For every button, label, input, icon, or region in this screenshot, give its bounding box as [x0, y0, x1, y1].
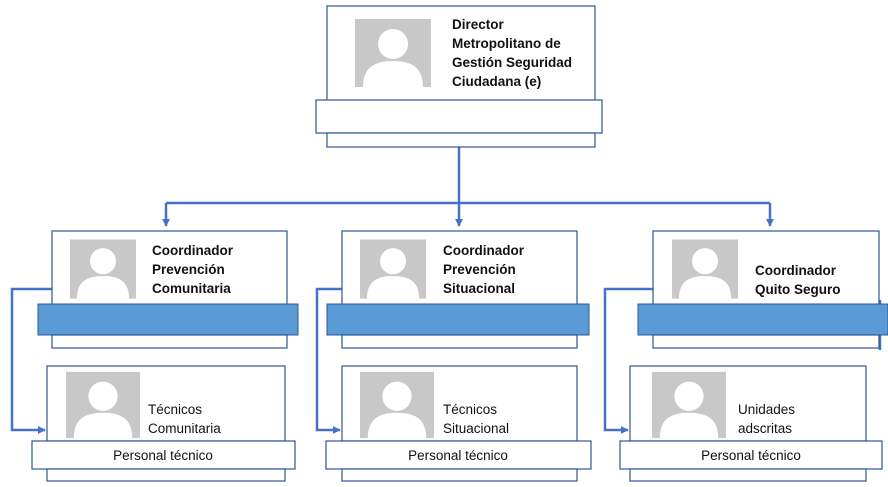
staff-title-line: adscritas — [738, 421, 792, 436]
coordinator-title-line: Comunitaria — [152, 281, 231, 296]
person-photo-icon — [360, 371, 434, 439]
staff-base — [341, 468, 578, 482]
staff-caption: Personal técnico — [701, 448, 801, 463]
connector-to-staff-comunitaria — [10, 287, 52, 435]
connector-to-staff-situacional — [315, 287, 342, 435]
coordinator-base — [652, 334, 880, 349]
director-title-line: Metropolitano de — [452, 36, 561, 51]
staff-title-line: Unidades — [738, 402, 795, 417]
director-card: Director Metropolitano de Gestión Seguri… — [315, 5, 603, 148]
coordinator-band — [637, 303, 888, 336]
staff-card-situacional: Técnicos Situacional Personal técnico — [325, 365, 592, 482]
staff-card-unidades: Unidades adscritas Personal técnico — [619, 365, 883, 482]
person-photo-icon — [652, 371, 726, 439]
connector-to-staff-unidades — [603, 287, 653, 435]
staff-caption-bar — [619, 440, 883, 470]
staff-caption-bar — [31, 440, 296, 470]
director-title-line: Gestión Seguridad — [452, 55, 572, 70]
connectors — [10, 147, 882, 435]
staff-title-line: Situacional — [443, 421, 509, 436]
staff-title-line: Comunitaria — [148, 421, 221, 436]
person-photo-icon — [672, 239, 738, 299]
svg-text:Técnicos Comunitaria: Técnicos Comunitaria — [148, 402, 221, 436]
director-base — [326, 132, 596, 148]
staff-title-line: Técnicos — [148, 402, 202, 417]
svg-text:Técnicos Situacional: Técnicos Situacional — [443, 402, 509, 436]
coordinator-title-line: Coordinador — [152, 243, 234, 258]
coordinator-title-line: Coordinador — [755, 263, 837, 278]
person-photo-icon — [360, 239, 426, 299]
svg-text:Coordinador Prevención: Coordinador Prevención Situacional — [443, 243, 528, 296]
coordinator-band — [37, 303, 299, 336]
svg-text:Director Metropolitano d: Director Metropolitano de Gestión Seguri… — [452, 17, 576, 89]
staff-base — [629, 468, 867, 482]
staff-base — [46, 468, 286, 482]
director-title-line: Ciudadana (e) — [452, 74, 541, 89]
coordinator-card-comunitaria: Coordinador Prevención Comunitaria — [37, 230, 299, 349]
person-photo-icon — [355, 19, 431, 87]
coordinator-title-line: Prevención — [152, 262, 225, 277]
director-title-line: Director — [452, 17, 505, 32]
staff-card-comunitaria: Técnicos Comunitaria Personal técnico — [31, 365, 296, 482]
person-photo-icon — [66, 371, 140, 439]
coordinator-title-line: Situacional — [443, 281, 515, 296]
staff-caption: Personal técnico — [113, 448, 213, 463]
person-photo-icon — [70, 239, 136, 299]
staff-caption-bar — [325, 440, 592, 470]
coordinator-card-quito-seguro: Coordinador Quito Seguro — [637, 230, 888, 349]
staff-caption: Personal técnico — [408, 448, 508, 463]
coordinator-title-line: Coordinador — [443, 243, 525, 258]
coordinator-title-line: Quito Seguro — [755, 282, 841, 297]
staff-title-line: Técnicos — [443, 402, 497, 417]
coordinator-band — [326, 303, 590, 336]
director-band — [315, 99, 603, 134]
coordinator-base — [341, 334, 578, 349]
coordinator-title-line: Prevención — [443, 262, 516, 277]
coordinator-card-situacional: Coordinador Prevención Situacional — [326, 230, 590, 349]
coordinator-base — [51, 334, 288, 349]
svg-text:Coordinador Quito Seguro: Coordinador Quito Seguro — [755, 263, 841, 297]
svg-text:Coordinador Prevención: Coordinador Prevención Comunitaria — [152, 243, 237, 296]
svg-text:Unidades adscritas: Unidades adscritas — [738, 402, 799, 436]
